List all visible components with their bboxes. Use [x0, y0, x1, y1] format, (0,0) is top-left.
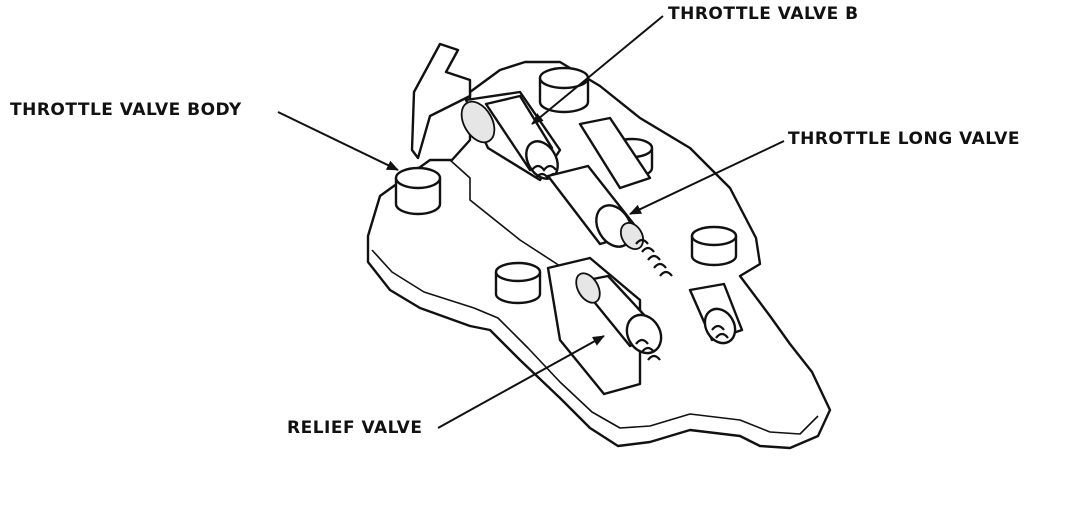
throttle-valve-b-part [460, 90, 562, 182]
valve-body-housing [366, 42, 832, 450]
leader-relief-valve [437, 335, 605, 429]
leader-throttle-valve-b [531, 15, 664, 125]
label-relief-valve: RELIEF VALVE [287, 418, 423, 438]
leader-throttle-valve-body [277, 111, 399, 171]
relief-valve-part [546, 256, 744, 396]
bolt-boss-top [538, 66, 590, 114]
bolt-boss-right [690, 225, 738, 267]
label-throttle-valve-body: THROTTLE VALVE BODY [10, 100, 242, 120]
leader-throttle-long-valve [629, 140, 785, 215]
throttle-long-valve-part [546, 116, 673, 277]
label-throttle-long-valve: THROTTLE LONG VALVE [788, 129, 1021, 149]
label-throttle-valve-b: THROTTLE VALVE B [668, 4, 859, 24]
bolt-boss-bottom [494, 261, 542, 305]
bolt-boss-left [394, 166, 442, 216]
